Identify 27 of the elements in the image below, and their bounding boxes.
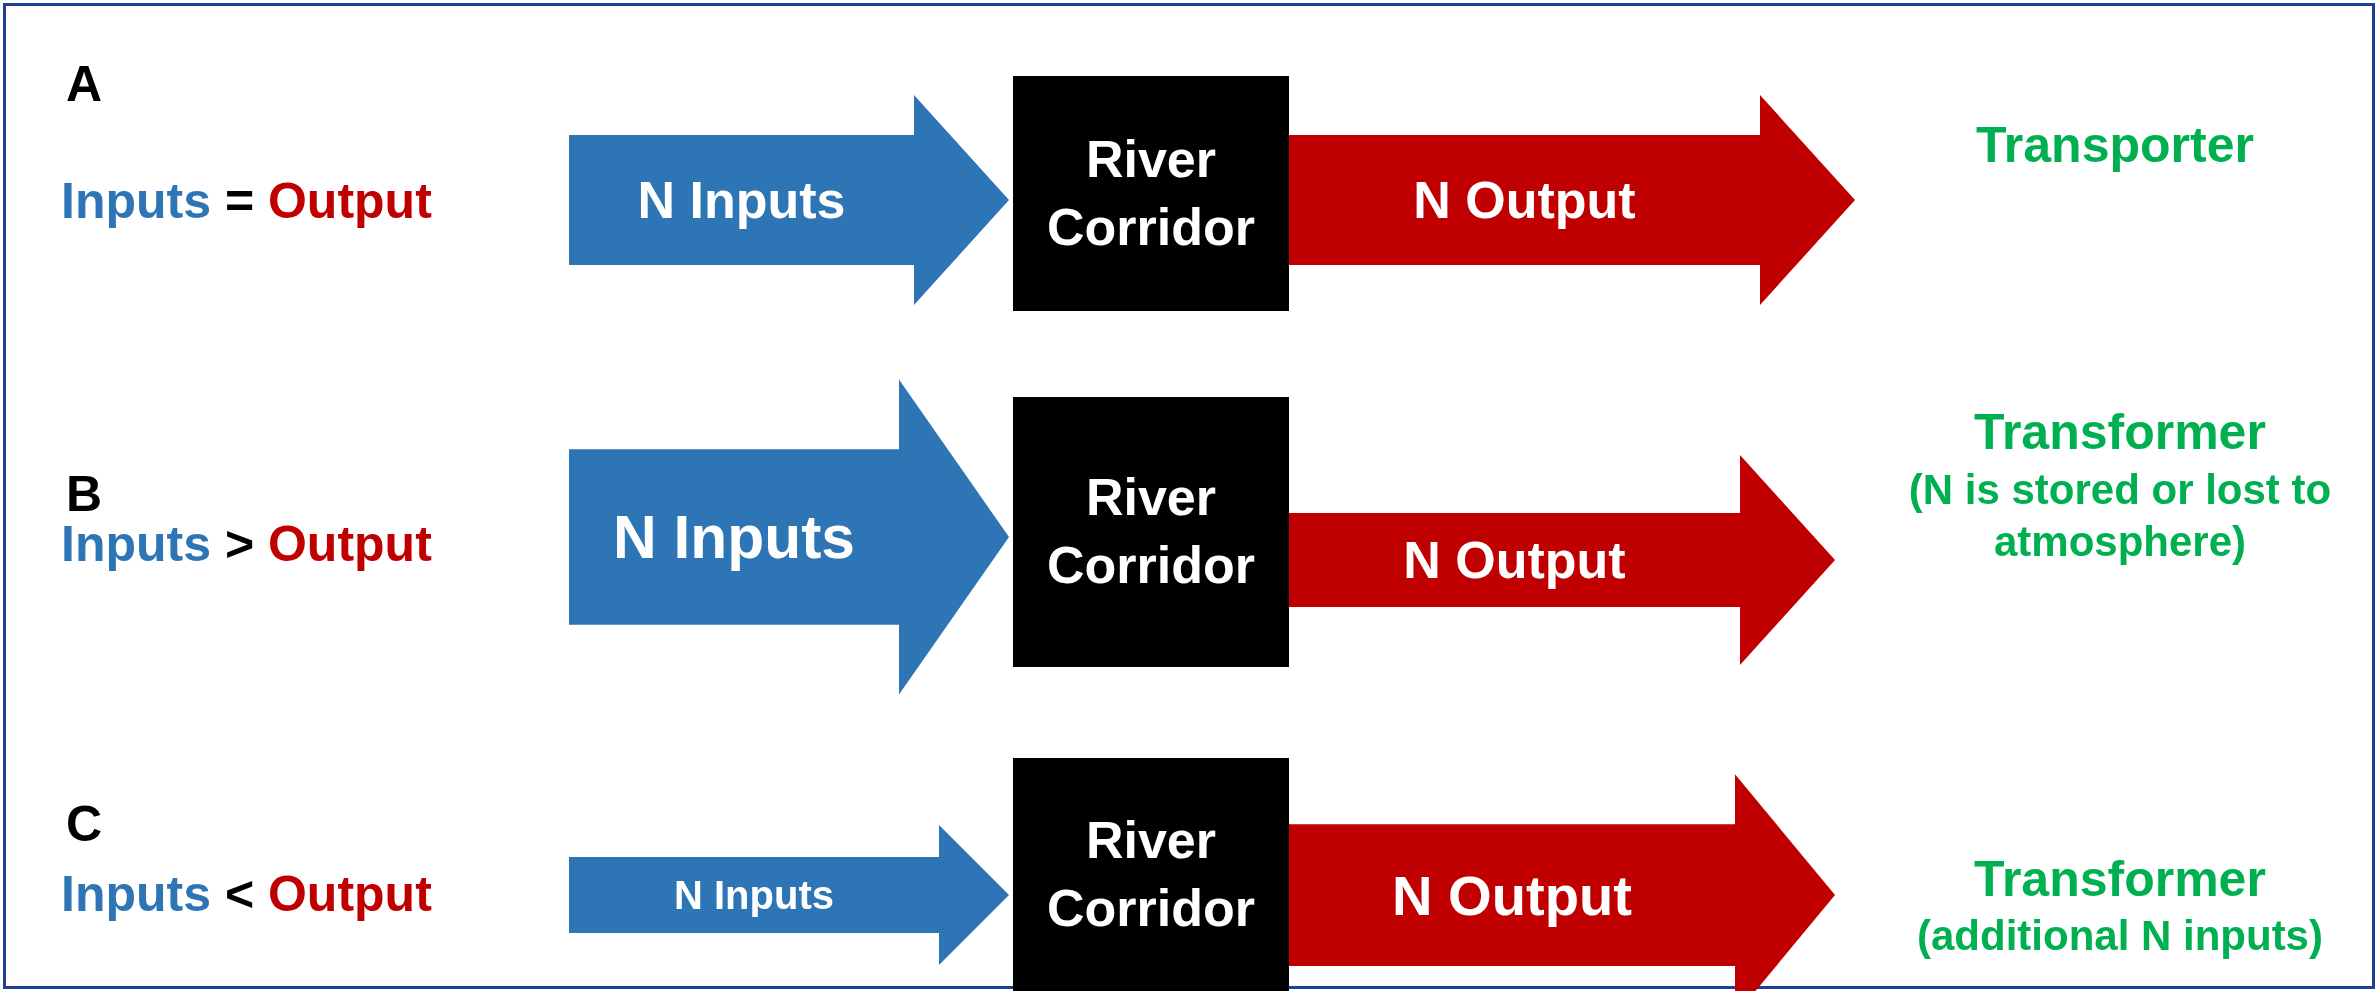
block-arrow [569,379,1009,695]
edge-label: N Output [1391,862,1633,928]
box-label: River Corridor [1046,809,1256,939]
edge-label: N Output [1403,530,1626,590]
block-arrow [1289,95,1855,305]
edge-label: N Inputs [613,502,855,572]
edge-label: N Inputs [637,170,846,230]
outcome-title: Transformer [1974,403,2266,463]
edge-label: N Output [1413,170,1636,230]
row-letter: C [66,795,103,853]
edge-label: N Inputs [674,872,834,918]
row-letter: A [66,55,103,113]
block-arrow [1289,774,1835,991]
block-arrow [569,825,1009,965]
outcome-note: (N is stored or lost to atmosphere) [1907,464,2333,568]
outcome-note: (additional N inputs) [1917,911,2323,961]
process-box [1013,397,1289,667]
outcome-title: Transformer [1974,849,2266,909]
balance-equation: Inputs = Output [61,172,432,230]
block-arrow [569,95,1009,305]
process-box [1013,758,1289,991]
box-label: River Corridor [1046,128,1256,258]
block-arrow [1289,455,1835,665]
box-label: River Corridor [1046,467,1256,596]
process-box [1013,76,1289,311]
outcome-title: Transporter [1976,115,2254,175]
balance-equation: Inputs < Output [61,865,432,923]
